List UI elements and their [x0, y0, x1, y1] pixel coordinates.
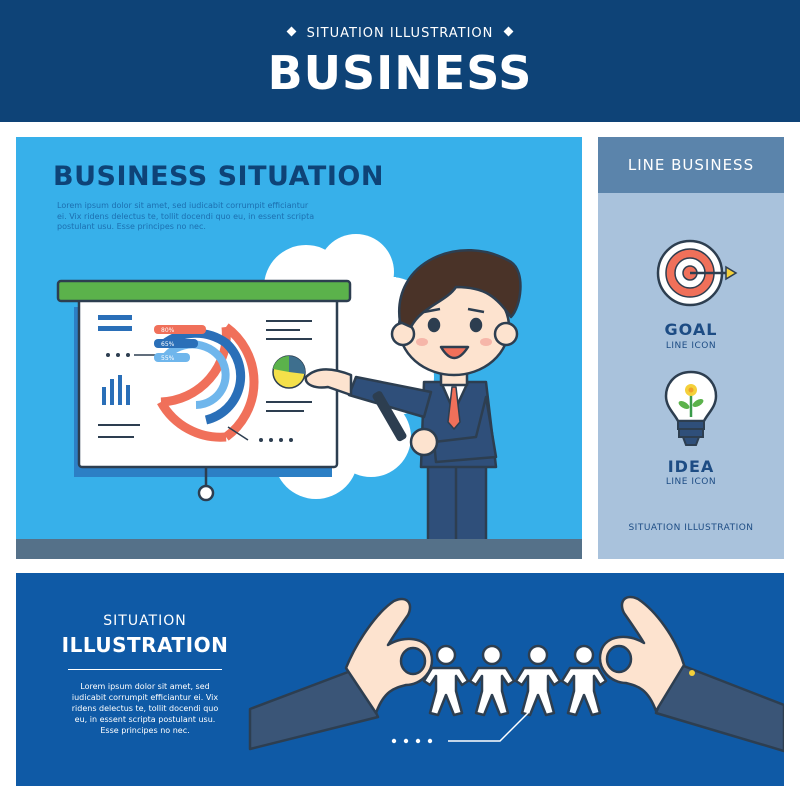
ring-label-2: 65% [161, 341, 175, 348]
ring-label-3: 55% [161, 355, 175, 362]
bottom-divider [68, 669, 222, 670]
diamond-icon [286, 26, 297, 37]
lightbulb-icon [664, 370, 718, 446]
goal-sublabel: LINE ICON [665, 341, 717, 351]
bottom-title-big: ILLUSTRATION [61, 633, 229, 657]
header-banner: SITUATION ILLUSTRATION BUSINESS [0, 0, 800, 122]
paper-person [468, 644, 516, 717]
idea-sublabel: LINE ICON [665, 477, 717, 487]
paper-people-chain [422, 644, 608, 717]
main-panel-description: Lorem ipsum dolor sit amet, sed iudicabi… [57, 201, 315, 231]
diamond-icon [503, 26, 514, 37]
header-title: BUSINESS [267, 46, 533, 100]
left-sleeve [248, 667, 380, 751]
header-subtitle-text: SITUATION ILLUSTRATION [306, 26, 494, 41]
board-hook [197, 484, 215, 502]
paper-person [422, 644, 470, 717]
main-panel-title: BUSINESS SITUATION [53, 161, 384, 192]
bottom-panel: SITUATION ILLUSTRATION Lorem ipsum dolor… [16, 573, 784, 786]
paper-person [560, 644, 608, 717]
floor-strip [16, 539, 582, 559]
idea-label: IDEA [667, 457, 715, 476]
bottom-title-small: SITUATION [103, 613, 187, 629]
paper-chain-illustration [248, 595, 784, 753]
paper-person [514, 644, 562, 717]
right-hand [598, 595, 686, 713]
target-icon [656, 239, 738, 307]
ring-label-1: 80% [161, 327, 175, 334]
left-hand [344, 597, 434, 715]
side-panel-title: LINE BUSINESS [627, 156, 755, 174]
bottom-description: Lorem ipsum dolor sit amet, sed iudicabi… [71, 682, 219, 735]
header-subtitle: SITUATION ILLUSTRATION [0, 26, 800, 41]
side-panel-footer: SITUATION ILLUSTRATION [628, 523, 754, 533]
side-panel-header [598, 137, 784, 193]
main-panel: BUSINESS SITUATION Lorem ipsum dolor sit… [16, 137, 582, 559]
presentation-illustration: 80% 65% 55% [56, 234, 522, 559]
side-panel: LINE BUSINESS GOAL LINE ICON IDEA LINE I… [598, 137, 784, 559]
goal-label: GOAL [664, 320, 718, 339]
board-top-bar [56, 279, 352, 303]
right-sleeve [654, 661, 784, 753]
